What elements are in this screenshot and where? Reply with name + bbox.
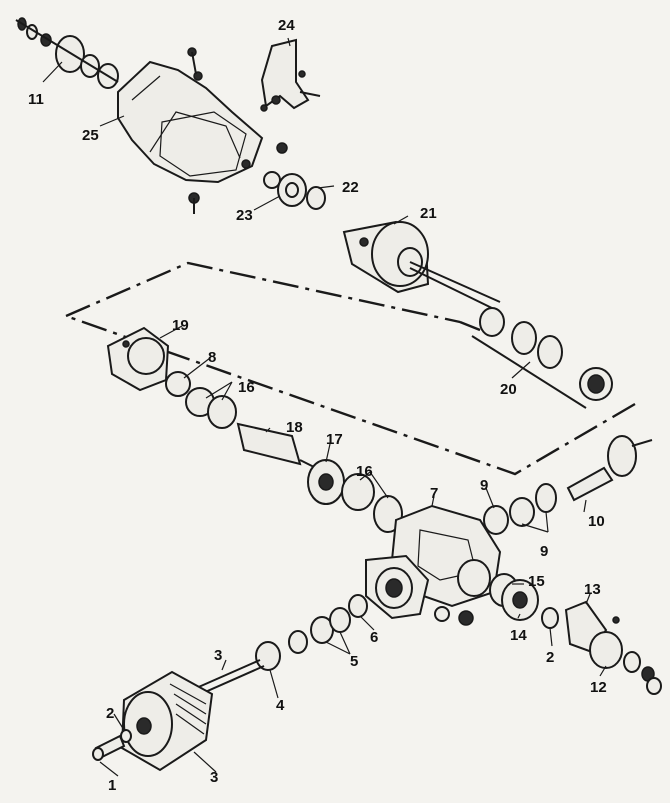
snap-ring-2-right xyxy=(541,607,559,629)
callout-19: 19 xyxy=(172,317,189,334)
callout-22: 22 xyxy=(342,179,359,196)
callout-5: 4 xyxy=(276,697,285,714)
front-output-shaft-11 xyxy=(566,435,653,502)
snap-ring-2-left xyxy=(120,729,132,743)
front-yoke-12 xyxy=(589,631,662,695)
callout-3: 3 xyxy=(210,769,218,786)
callout-9-right: 9 xyxy=(480,477,488,494)
callout-20: 20 xyxy=(500,381,517,398)
callout-25: 25 xyxy=(82,127,99,144)
callout-21: 21 xyxy=(420,205,437,222)
callout-8: 7 xyxy=(430,485,438,502)
callout-2-left: 2 xyxy=(106,705,114,722)
sprocket-17 xyxy=(307,459,345,505)
bearings-lower-16 xyxy=(341,473,403,533)
bearing-and-snap-ring-upper xyxy=(263,171,326,210)
gear-cluster-20 xyxy=(471,307,613,409)
callout-2-right: 2 xyxy=(546,649,554,666)
callout-18: 18 xyxy=(286,419,303,436)
callout-16-upper: 16 xyxy=(238,379,255,396)
callout-13: 13 xyxy=(584,581,601,598)
callout-23: 23 xyxy=(236,207,253,224)
thrust-washer-5 xyxy=(255,641,281,671)
input-fitting-1 xyxy=(92,734,126,761)
callout-17: 17 xyxy=(326,431,343,448)
seal-7 xyxy=(348,594,368,618)
callout-9-upper: 8 xyxy=(208,349,216,366)
callout-4: 3 xyxy=(214,647,222,664)
mainshaft-assembly-21 xyxy=(342,220,501,311)
intermediate-shaft-18 xyxy=(236,422,321,471)
shift-linkage-bracket xyxy=(260,38,321,112)
assembly-boundary-line xyxy=(65,261,636,476)
callout-16-lower: 16 xyxy=(356,463,373,480)
callout-6: 5 xyxy=(350,653,358,670)
drum-3 xyxy=(120,670,214,772)
callout-7: 6 xyxy=(370,629,378,646)
callout-12-top: 11 xyxy=(28,91,44,108)
transfer-case-housing xyxy=(117,47,288,214)
bearing-set-10 xyxy=(509,483,557,527)
callout-15: 15 xyxy=(528,573,545,590)
callout-14: 14 xyxy=(510,627,527,644)
callout-10: 9 xyxy=(540,543,548,560)
bearing-set-6 xyxy=(288,607,351,654)
differential-cover xyxy=(365,554,430,620)
bearings-upper-16 xyxy=(165,371,237,429)
callout-11: 10 xyxy=(588,513,605,530)
callout-labels: 11 25 24 22 23 21 19 8 16 18 17 16 7 9 9… xyxy=(28,17,607,794)
small-gears xyxy=(434,606,474,626)
front-cover-19 xyxy=(106,326,170,392)
ring-9-right xyxy=(483,505,509,535)
leader-lines xyxy=(42,37,607,777)
gear-14 xyxy=(501,579,539,621)
callout-12-bottom: 12 xyxy=(590,679,607,696)
callout-24: 24 xyxy=(278,17,295,34)
rear-output-yoke-top xyxy=(15,17,119,89)
callout-1: 1 xyxy=(108,777,116,794)
